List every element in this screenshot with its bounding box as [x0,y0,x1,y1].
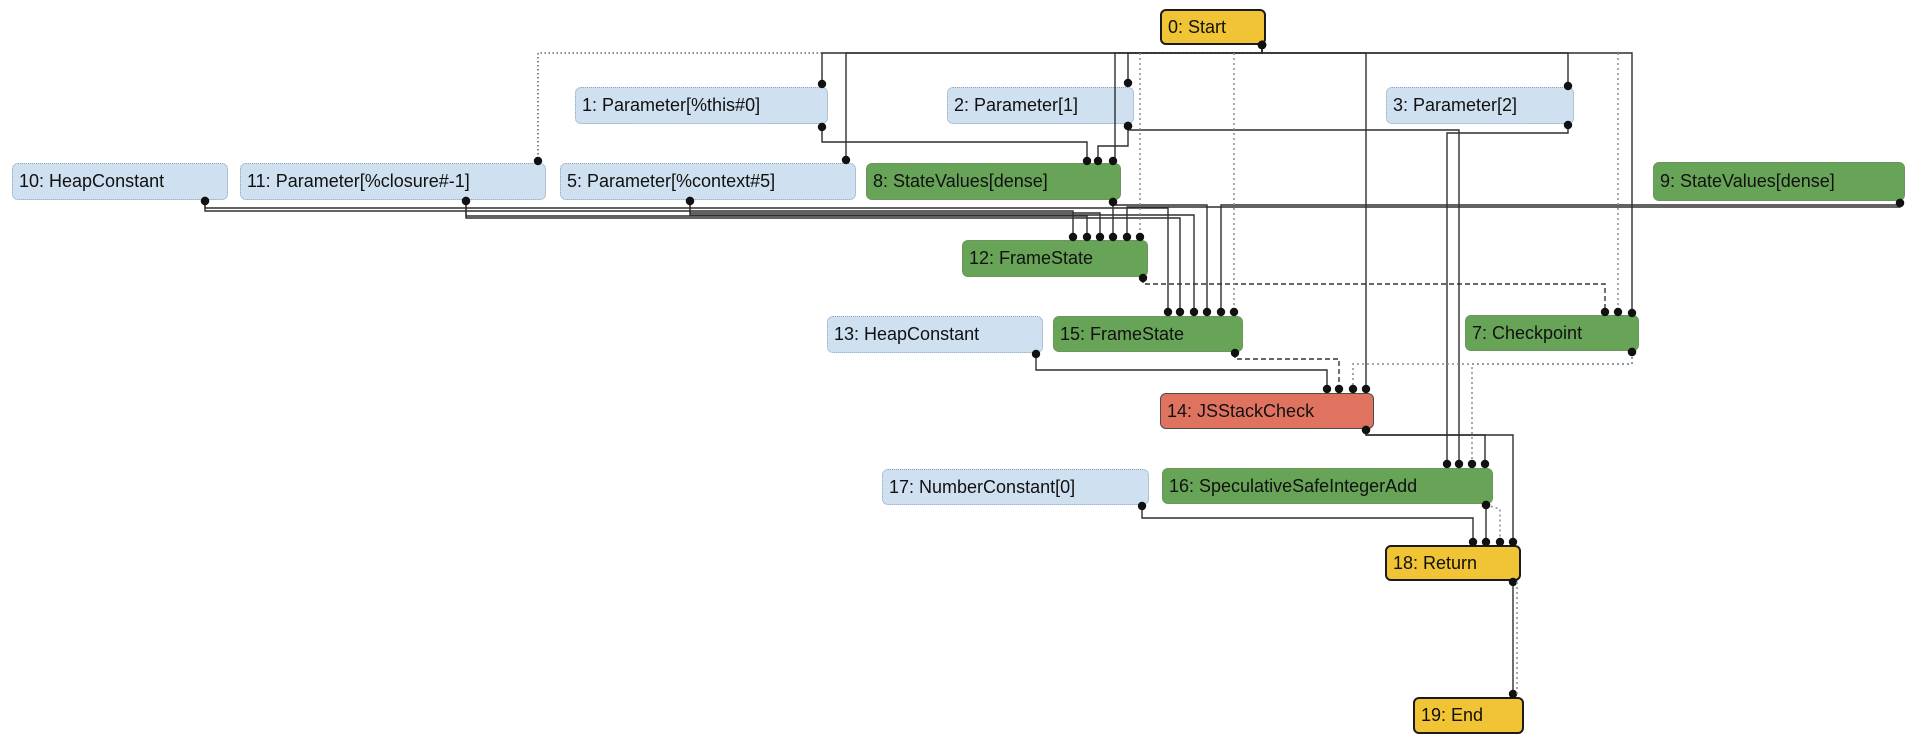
edge-3-to-16 [1446,125,1569,464]
graph-node-2[interactable]: 2: Parameter[1] [947,87,1134,124]
graph-node-16[interactable]: 16: SpeculativeSafeIntegerAdd [1162,468,1493,504]
edge-connector-dot [1189,307,1199,317]
edge-0-to-2 [1127,45,1263,83]
graph-node-17[interactable]: 17: NumberConstant[0] [882,469,1149,505]
edge-7-to-16 [1471,352,1633,464]
graph-node-7[interactable]: 7: Checkpoint [1465,315,1639,351]
edge-connector-dot [1480,459,1490,469]
node-label: 9: StateValues[dense] [1660,171,1835,191]
graph-node-10[interactable]: 10: HeapConstant [12,163,228,200]
edge-0-to-7 [1261,45,1633,313]
node-label: 17: NumberConstant[0] [889,476,1076,497]
edge-0-to-1 [821,45,1263,84]
node-label: 11: Parameter[%closure#-1] [247,171,470,191]
edge-2-to-8 [1097,126,1129,161]
edge-connector-dot [1334,384,1344,394]
graph-node-8[interactable]: 8: StateValues[dense] [866,163,1121,200]
node-label: 12: FrameState [969,248,1094,268]
node-label: 15: FrameState [1060,323,1185,344]
edge-13-to-14 [1035,354,1328,389]
edge-15-to-14 [1234,353,1340,389]
graph-node-14[interactable]: 14: JSStackCheck [1160,393,1374,429]
node-label: 2: Parameter[1] [954,95,1079,115]
edge-connector-dot [1202,307,1212,317]
node-label: 10: HeapConstant [19,171,165,191]
edge-connector-dot [1216,307,1226,317]
edge-5-to-12 [689,201,1101,237]
graph-node-11[interactable]: 11: Parameter[%closure#-1] [240,163,546,200]
graph-node-3[interactable]: 3: Parameter[2] [1386,87,1574,124]
edge-12-to-7 [1142,278,1606,312]
edge-connector-dot [1467,459,1477,469]
edge-16-to-18 [1485,504,1501,542]
edge-connector-dot [1454,459,1464,469]
node-label: 18: Return [1393,552,1478,573]
edge-11-to-12 [465,201,1088,237]
graph-node-12[interactable]: 12: FrameState [962,240,1148,277]
node-label: 14: JSStackCheck [1167,400,1315,421]
node-label: 16: SpeculativeSafeIntegerAdd [1169,475,1418,496]
edge-17-to-18 [1141,506,1474,542]
edge-9-to-15 [1220,203,1901,312]
edge-0-to-8 [1113,45,1263,162]
edge-9-to-12 [1126,203,1901,237]
edge-7-to-14 [1352,352,1633,389]
edge-0-to-3 [1261,45,1569,86]
node-label: 3: Parameter[2] [1393,95,1518,115]
node-label: 1: Parameter[%this#0] [582,95,761,115]
edge-connector-dot [1442,459,1452,469]
edge-connector-dot [1361,384,1371,394]
edge-14-to-16 [1365,430,1486,464]
graph-node-19[interactable]: 19: End [1413,697,1524,734]
edge-connector-dot [1229,307,1239,317]
edge-connector-dot [1322,384,1332,394]
graph-node-5[interactable]: 5: Parameter[%context#5] [560,163,856,200]
edge-connector-dot [1348,384,1358,394]
graph-node-0[interactable]: 0: Start [1160,9,1266,45]
node-label: 13: HeapConstant [834,324,980,344]
edge-connector-dot [1175,307,1185,317]
node-label: 0: Start [1168,16,1227,37]
graph-node-9[interactable]: 9: StateValues[dense] [1653,162,1905,201]
node-label: 7: Checkpoint [1472,322,1583,343]
edge-connector-dot [817,122,827,132]
graph-node-1[interactable]: 1: Parameter[%this#0] [575,87,828,124]
node-label: 5: Parameter[%context#5] [567,171,776,191]
edge-1-to-8 [821,127,1088,161]
graph-node-13[interactable]: 13: HeapConstant [827,316,1043,353]
edge-connector-dot [1123,78,1133,88]
edge-0-to-14 [1261,45,1367,389]
node-label: 19: End [1421,705,1484,725]
node-label: 8: StateValues[dense] [873,171,1048,191]
edge-connector-dot [1163,307,1173,317]
graph-node-15[interactable]: 15: FrameState [1053,316,1243,352]
edge-10-to-12 [204,201,1074,237]
graph-node-18[interactable]: 18: Return [1385,545,1521,581]
